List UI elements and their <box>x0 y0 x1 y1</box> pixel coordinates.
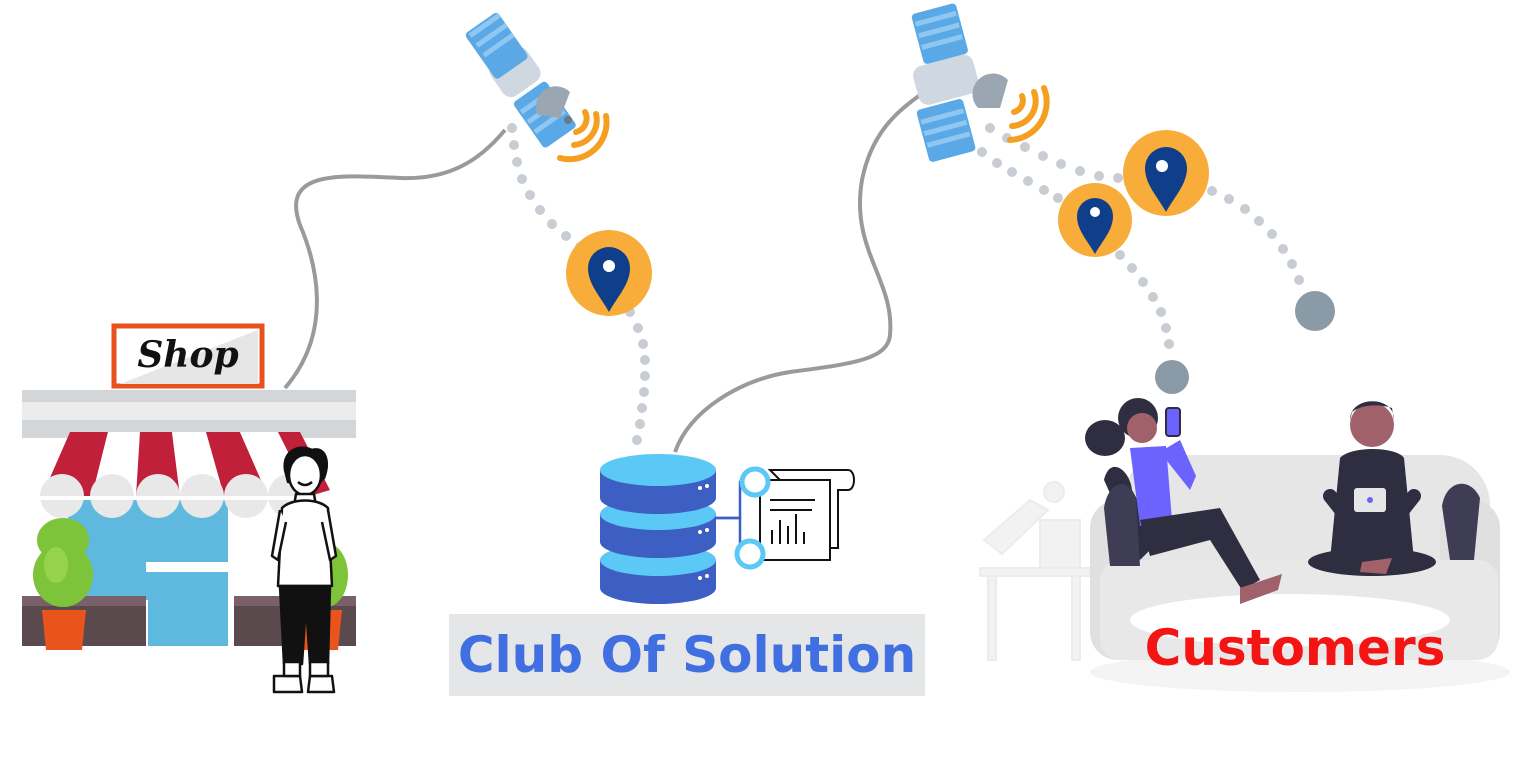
location-pin-icon <box>1123 130 1209 216</box>
satellite-feed <box>564 116 572 124</box>
potted-plant-icon <box>33 518 93 650</box>
customers-label: Customers <box>1144 619 1446 677</box>
satellite-icon <box>465 12 576 148</box>
endpoint-dot <box>1295 291 1335 331</box>
brand-label: Club Of Solution <box>457 626 917 684</box>
signal-waves-icon <box>557 109 610 163</box>
shop-sign-shine <box>120 330 258 384</box>
couch-arm-accent <box>1104 483 1480 566</box>
brand-banner <box>449 614 925 696</box>
customer-icon <box>1308 401 1436 576</box>
shop-awning <box>40 432 330 518</box>
connector-node <box>739 466 771 498</box>
endpoint-dot <box>1155 360 1189 394</box>
lamp-desk-icon <box>979 481 1091 661</box>
satellite-icon <box>911 3 979 162</box>
location-pin-icon <box>1058 183 1132 257</box>
shop-sign-label: Shop <box>137 334 239 376</box>
shopkeeper-icon <box>270 446 338 694</box>
satellite-dish-icon <box>972 73 1008 108</box>
satellite-dish-icon <box>536 86 570 118</box>
database-icon <box>600 454 716 604</box>
connector-node <box>734 538 766 570</box>
database-to-satellite-link <box>673 93 922 453</box>
shop-to-satellite-link <box>283 128 507 390</box>
signal-waves-icon <box>1007 85 1050 143</box>
report-document-icon <box>759 469 855 561</box>
location-pin-icon <box>566 230 652 316</box>
